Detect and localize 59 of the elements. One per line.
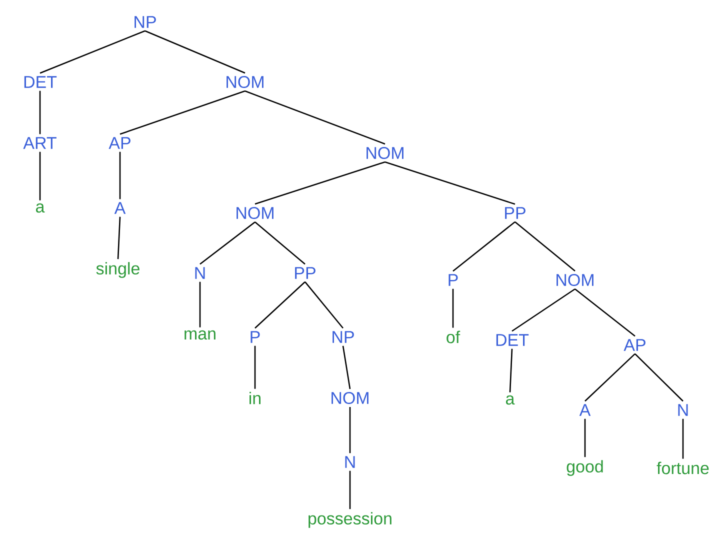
category-label: NOM: [236, 206, 274, 220]
word-label: good: [566, 460, 603, 476]
tree-branch: [117, 216, 121, 260]
tree-branch: [200, 222, 256, 265]
word-label: of: [446, 330, 460, 344]
category-label: AP: [108, 137, 130, 149]
tree-branch: [342, 346, 351, 390]
category-label: ART: [23, 137, 56, 149]
word-label: a: [36, 203, 45, 213]
tree-branch: [384, 161, 516, 205]
tree-branch: [304, 281, 344, 329]
tree-branch: [584, 418, 586, 458]
category-label: P: [448, 274, 458, 286]
tree-branch: [120, 90, 246, 135]
tree-branch: [119, 152, 121, 200]
tree-branch: [574, 288, 636, 337]
category-label: DET: [24, 76, 57, 88]
tree-branch: [349, 470, 351, 510]
category-label: A: [114, 202, 126, 214]
category-label: NOM: [556, 274, 594, 286]
tree-branch: [349, 407, 351, 454]
tree-branch: [254, 161, 386, 205]
category-label: PP: [295, 267, 316, 279]
category-label: NP: [134, 16, 156, 28]
word-label: in: [250, 392, 260, 404]
tree-branch: [144, 30, 246, 74]
tree-branch: [39, 152, 41, 200]
word-label: single: [96, 262, 140, 278]
tree-branch: [40, 30, 146, 74]
tree-branch: [452, 221, 516, 272]
tree-branch: [254, 346, 256, 389]
tree-branch: [452, 288, 454, 328]
tree-branch: [244, 90, 386, 145]
tree-branch: [509, 348, 513, 392]
category-label: NOM: [226, 76, 264, 88]
word-label: possession: [308, 512, 392, 528]
word-label: man: [184, 330, 216, 340]
category-label: P: [250, 331, 260, 343]
tree-branch: [512, 288, 576, 332]
category-label: AP: [624, 339, 646, 351]
category-label: PP: [505, 207, 526, 219]
tree-branch: [254, 281, 306, 329]
category-label: A: [579, 404, 591, 416]
tree-branch: [634, 353, 684, 402]
tree-branch: [584, 353, 636, 402]
category-label: DET: [496, 334, 529, 346]
word-label: a: [506, 395, 515, 405]
word-label: fortune: [656, 462, 709, 474]
category-label: N: [345, 456, 355, 468]
category-label: N: [195, 267, 205, 279]
tree-branch: [682, 418, 684, 459]
tree-branch: [254, 222, 306, 265]
category-label: NOM: [332, 392, 368, 404]
tree-branch: [39, 90, 41, 134]
tree-branch: [514, 221, 576, 272]
category-label: NOM: [366, 146, 404, 160]
tree-branch: [199, 282, 201, 328]
category-label: NP: [332, 331, 354, 343]
category-label: N: [678, 404, 688, 416]
